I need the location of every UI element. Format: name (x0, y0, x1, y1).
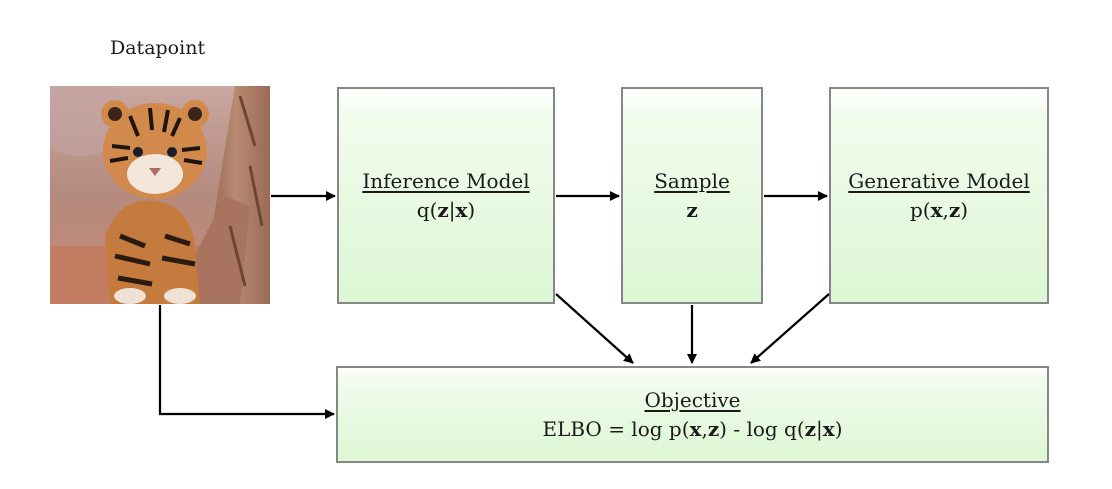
inference-formula-z: z (437, 197, 449, 222)
sample-variable: z (686, 196, 697, 225)
sample-title: Sample (654, 168, 730, 193)
generative-formula-pre: p( (909, 197, 931, 222)
arrow-datapoint-to-objective (158, 305, 335, 419)
elbo-comma: , (701, 416, 708, 441)
objective-formula: ELBO = log p(x,z) - log q(z|x) (542, 415, 842, 444)
elbo-x1: x (689, 416, 702, 441)
datapoint-image (50, 86, 270, 304)
generative-formula-comma: , (942, 197, 949, 222)
sample-box: Sample z (621, 87, 763, 304)
objective-box: Objective ELBO = log p(x,z) - log q(z|x) (336, 366, 1049, 463)
inference-formula-bar: | (448, 197, 456, 222)
elbo-pre: ELBO = log p( (542, 416, 690, 441)
generative-model-title: Generative Model (848, 168, 1030, 193)
elbo-post: ) (834, 416, 843, 441)
generative-model-box: Generative Model p(x,z) (829, 87, 1049, 304)
elbo-mid: ) - log q( (719, 416, 805, 441)
elbo-z1: z (707, 416, 720, 441)
inference-formula-pre: q( (416, 197, 438, 222)
generative-formula-post: ) (960, 197, 969, 222)
objective-title: Objective (644, 387, 741, 412)
arrow-inference-to-objective (555, 293, 634, 364)
generative-formula-z: z (948, 197, 961, 222)
arrow-generative-to-objective (750, 293, 830, 364)
elbo-z2: z (804, 416, 817, 441)
tiger-cub-photo (50, 86, 270, 304)
inference-formula-x: x (455, 197, 468, 222)
generative-model-formula: p(x,z) (910, 196, 968, 225)
generative-formula-x: x (930, 197, 943, 222)
elbo-x2: x (822, 416, 835, 441)
datapoint-label: Datapoint (110, 37, 206, 59)
inference-model-formula: q(z|x) (417, 196, 475, 225)
inference-formula-post: ) (467, 197, 476, 222)
inference-model-box: Inference Model q(z|x) (337, 87, 555, 304)
sample-variable-z: z (686, 197, 698, 222)
elbo-bar: | (816, 416, 823, 441)
inference-model-title: Inference Model (362, 168, 530, 193)
